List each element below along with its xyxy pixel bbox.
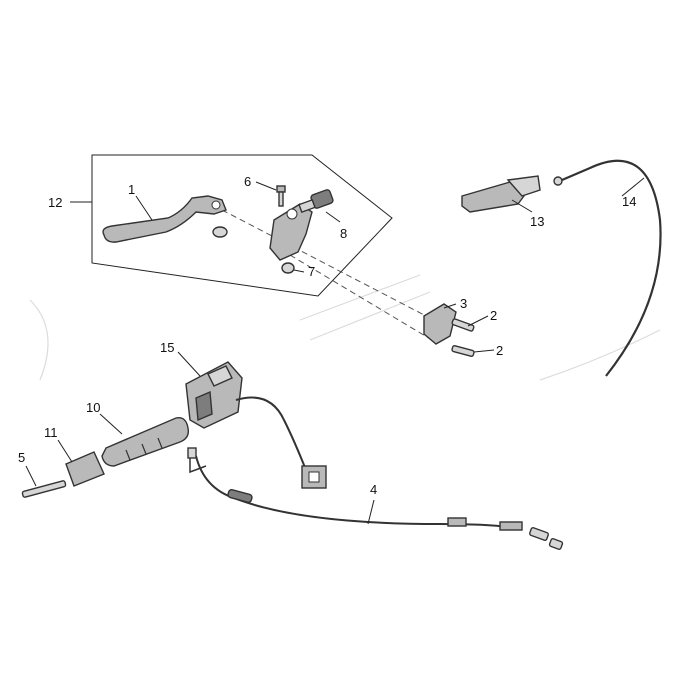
callout-1: 1 — [128, 182, 135, 197]
alignment-lines — [221, 209, 433, 341]
callout-15: 15 — [160, 340, 174, 355]
bar-end-bolt — [21, 480, 67, 498]
throttle-cable — [553, 159, 662, 377]
cable-adjuster — [298, 189, 334, 214]
pivot-screw — [276, 185, 286, 207]
callout-10: 10 — [86, 400, 100, 415]
lever-bracket — [269, 203, 313, 261]
switch-housing — [185, 361, 243, 429]
callout-11: 11 — [44, 425, 58, 440]
clamp-bolt-lower — [451, 345, 475, 357]
leader-lines — [25, 177, 645, 525]
clamp-bolt-upper — [451, 318, 475, 332]
callout-13: 13 — [530, 214, 544, 229]
handlebar-clamp — [423, 303, 457, 345]
callout-3: 3 — [460, 296, 467, 311]
callout-7: 7 — [308, 264, 315, 279]
clutch-cable — [187, 447, 564, 550]
bar-end-weight — [65, 451, 105, 487]
lever-bushing — [212, 226, 228, 238]
callout-8: 8 — [340, 226, 347, 241]
callout-4: 4 — [370, 482, 377, 497]
clutch-lever — [102, 195, 227, 243]
switch-wire — [235, 396, 327, 489]
callout-14: 14 — [622, 194, 636, 209]
bracket-nut — [281, 262, 295, 274]
callout-12: 12 — [48, 195, 62, 210]
callout-labels: 1 2 2 3 4 5 6 7 8 10 11 12 13 14 15 — [18, 174, 636, 497]
background-handlebar-outline — [29, 274, 661, 381]
handlebar-grip — [101, 417, 190, 467]
callout-5: 5 — [18, 450, 25, 465]
callout-2-upper: 2 — [490, 308, 497, 323]
lever-inset-panel — [91, 154, 393, 297]
throttle-cover — [461, 175, 541, 213]
callout-6: 6 — [244, 174, 251, 189]
callout-2-lower: 2 — [496, 343, 503, 358]
